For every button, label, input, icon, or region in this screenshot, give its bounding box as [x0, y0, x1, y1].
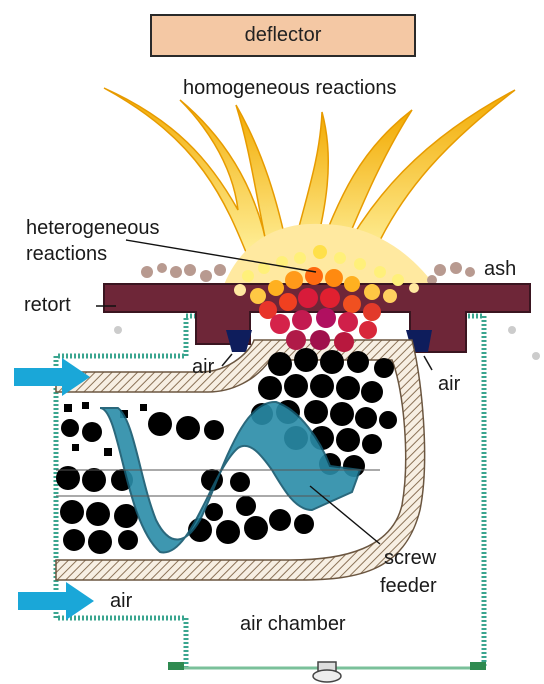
ash-label: ash	[484, 259, 516, 280]
retort-label: retort	[24, 295, 71, 316]
feeder-label: feeder	[380, 576, 437, 597]
deflector-label: deflector	[150, 14, 416, 57]
air-chamber-label: air chamber	[240, 614, 346, 635]
fan-icon	[313, 662, 341, 682]
heterogeneous-label: heterogeneous	[26, 218, 159, 239]
screw-label: screw	[384, 548, 436, 569]
heterogeneous-reactions-label: reactions	[26, 244, 107, 265]
air-left-label: air	[192, 357, 214, 378]
air-arrow-lower	[18, 582, 94, 620]
air-bottom-label: air	[110, 591, 132, 612]
air-flow-right	[424, 356, 432, 370]
homogeneous-reactions-label: homogeneous reactions	[183, 78, 396, 99]
air-right-label: air	[438, 374, 460, 395]
